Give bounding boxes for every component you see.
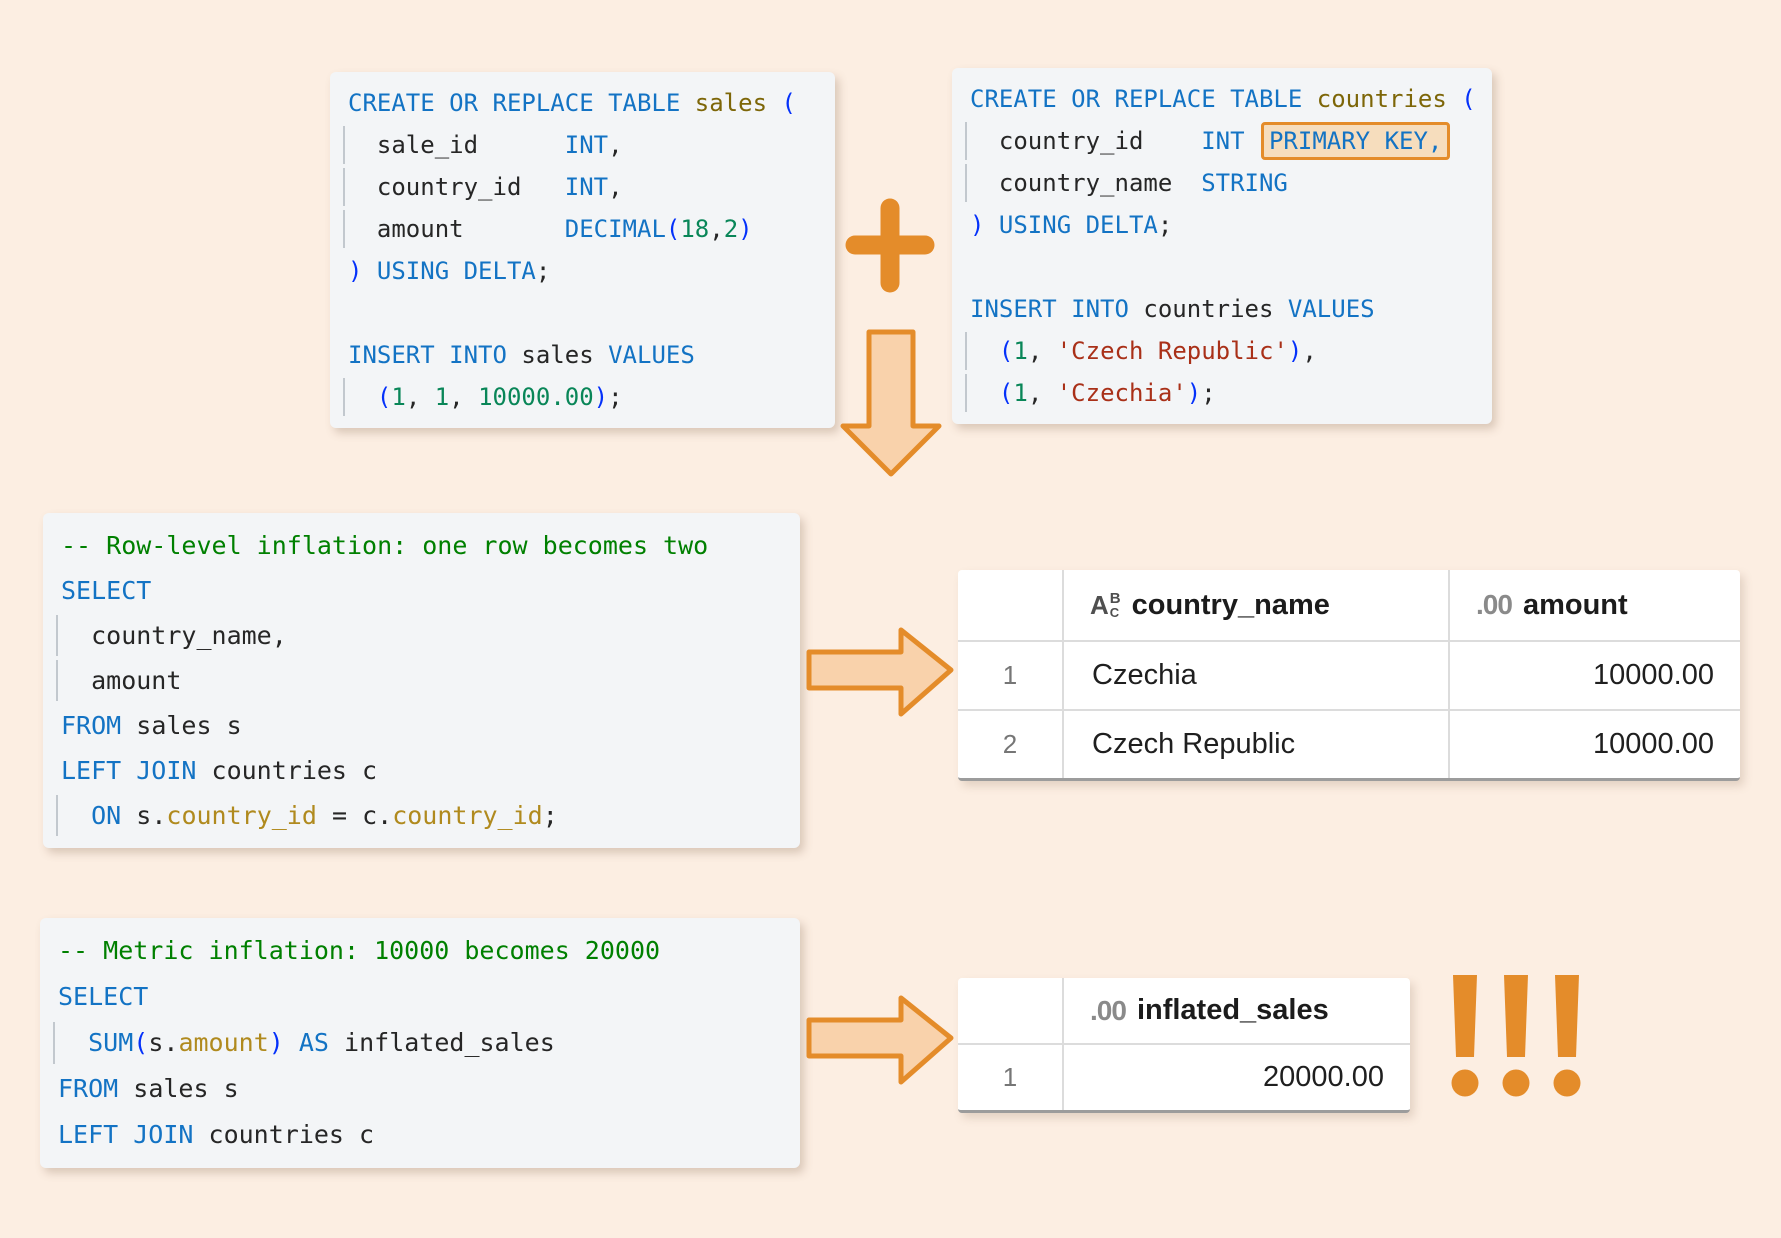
code-line (970, 246, 1492, 288)
table-header-row: .00 inflated_sales (958, 978, 1410, 1043)
sql-block-create-sales: CREATE OR REPLACE TABLE sales ( sale_id … (330, 72, 835, 428)
decimal-type-icon: .00 (1090, 994, 1127, 1026)
data-cell: Czech Republic (1062, 711, 1448, 778)
plus-icon (845, 198, 935, 298)
code-line: ) USING DELTA; (348, 257, 551, 285)
code-line: -- Metric inflation: 10000 becomes 20000 (58, 936, 661, 965)
column-header: .00 inflated_sales (1062, 978, 1410, 1043)
code-line: SELECT (61, 576, 152, 605)
merge-down-arrow-icon (835, 326, 947, 487)
code-line: LEFT JOIN countries c (61, 756, 378, 785)
code-line: (1, 'Czech Republic'), (965, 330, 1492, 372)
row-number: 2 (1002, 729, 1018, 759)
sql-block-create-countries: CREATE OR REPLACE TABLE countries ( coun… (952, 68, 1492, 424)
result-arrow-icon (805, 992, 955, 1093)
code-line: ON s.country_id = c.country_id; (56, 793, 800, 838)
code-line: country_name, (56, 613, 800, 658)
sql-block-row-inflation: -- Row-level inflation: one row becomes … (43, 513, 800, 848)
metric-inflation-result-table: .00 inflated_sales 1 20000.00 (958, 978, 1410, 1113)
code-line: INSERT INTO sales VALUES (348, 341, 695, 369)
code-line: sale_id INT, (343, 124, 835, 166)
row-number: 1 (1002, 660, 1018, 690)
code-line: CREATE OR REPLACE TABLE sales ( (348, 89, 796, 117)
row-number: 1 (1002, 1062, 1018, 1092)
code-line: (1, 1, 10000.00); (343, 376, 835, 418)
column-header: .00 amount (1448, 570, 1740, 640)
data-cell: 10000.00 (1448, 642, 1740, 709)
code-line: country_id INT PRIMARY KEY, (965, 120, 1492, 162)
code-line: SUM(s.amount) AS inflated_sales (53, 1020, 800, 1066)
code-line: amount DECIMAL(18,2) (343, 208, 835, 250)
code-line: ) USING DELTA; (970, 211, 1173, 239)
sql-block-metric-inflation: -- Metric inflation: 10000 becomes 20000… (40, 918, 800, 1168)
code-line: INSERT INTO countries VALUES (970, 295, 1375, 323)
code-line: FROM sales s (58, 1074, 239, 1103)
code-line: country_name STRING (965, 162, 1492, 204)
column-label: inflated_sales (1136, 994, 1329, 1026)
decimal-type-icon: .00 (1476, 589, 1513, 620)
code-line: country_id INT, (343, 166, 835, 208)
code-line: LEFT JOIN countries c (58, 1120, 375, 1149)
code-line: CREATE OR REPLACE TABLE countries ( (970, 85, 1476, 113)
code-line: -- Row-level inflation: one row becomes … (61, 531, 709, 560)
column-label: amount (1522, 588, 1628, 621)
code-line: (1, 'Czechia'); (965, 372, 1492, 414)
alert-exclamation-icon (1443, 975, 1593, 1105)
code-line: SELECT (58, 982, 149, 1011)
row-number-cell (958, 570, 1062, 640)
code-line: amount (56, 658, 800, 703)
result-arrow-icon (805, 624, 955, 725)
data-cell: Czechia (1062, 642, 1448, 709)
row-number-cell (958, 978, 1062, 1043)
column-label: country_name (1131, 588, 1330, 621)
code-line: FROM sales s (61, 711, 242, 740)
data-cell: 20000.00 (1062, 1045, 1410, 1110)
table-row: 1 20000.00 (958, 1043, 1410, 1110)
data-cell: 10000.00 (1448, 711, 1740, 778)
code-line (348, 292, 835, 334)
